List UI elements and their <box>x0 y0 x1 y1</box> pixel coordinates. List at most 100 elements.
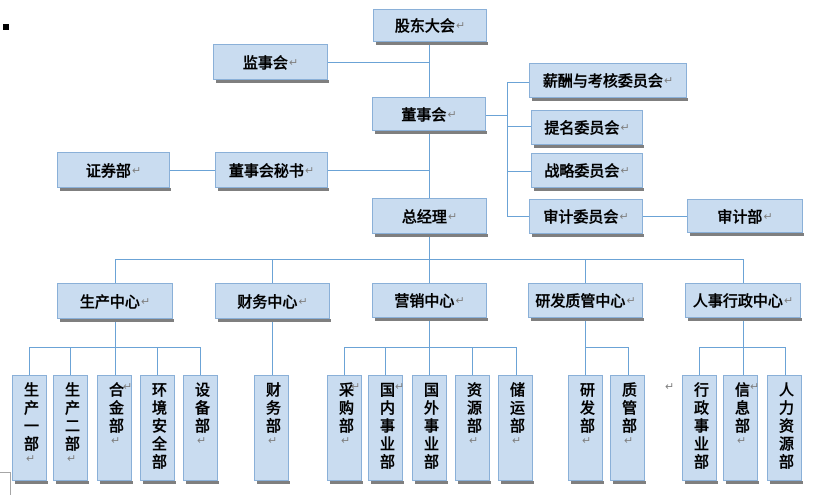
org-node-info-dept[interactable]: 信息部↵ <box>723 375 759 484</box>
org-node-quality-dept[interactable]: 质管部↵ <box>610 375 646 484</box>
org-node-securities-dept[interactable]: 证券部↵ <box>57 152 171 191</box>
node-label: 董事会秘书 <box>228 162 304 180</box>
org-node-marketing-center[interactable]: 营销中心↵ <box>372 283 488 321</box>
org-node-compensation-committee[interactable]: 薪酬与考核委员会↵ <box>529 63 688 101</box>
node-label: 人力资源部 <box>777 382 794 472</box>
node-label: 总经理 <box>401 208 447 226</box>
org-node-production-center[interactable]: 生产中心↵ <box>57 283 174 322</box>
connector-finance-dept-drop <box>272 319 273 375</box>
return-mark: ↵ <box>619 211 629 223</box>
node-label: 薪酬与考核委员会 <box>542 73 663 90</box>
return-mark: ↵ <box>121 380 133 393</box>
connector-production-subbus-drop <box>115 319 116 347</box>
org-node-equipment-dept[interactable]: 设备部↵ <box>183 375 219 484</box>
connector-board-gm <box>429 131 430 198</box>
node-label: 提名委员会 <box>544 120 620 137</box>
node-label: 研发部 <box>578 382 595 436</box>
return-mark: ↵ <box>783 295 794 307</box>
org-node-production1[interactable]: 生产一部↵ <box>12 375 48 484</box>
return-mark: ↵ <box>195 434 207 447</box>
return-mark: ↵ <box>622 434 634 447</box>
drawing-canvas-border <box>10 472 11 495</box>
connector-drop-hr-dept <box>785 347 786 375</box>
return-mark: ↵ <box>65 452 77 465</box>
node-label: 合金部 <box>107 382 124 436</box>
node-label: 审计委员会 <box>543 209 619 226</box>
connector-drop-domestic <box>385 347 386 375</box>
org-node-general-manager[interactable]: 总经理↵ <box>372 198 488 237</box>
connector-supervisory <box>328 62 430 63</box>
object-anchor-mark <box>3 24 9 30</box>
node-label: 采购部 <box>337 382 354 436</box>
node-label: 生产中心 <box>79 293 140 311</box>
org-node-board[interactable]: 董事会↵ <box>372 97 487 134</box>
connector-drop-admin-affairs <box>699 347 700 375</box>
org-node-rd-dept[interactable]: 研发部↵ <box>568 375 604 484</box>
node-label: 行政事业部 <box>692 382 709 472</box>
connector-marketing-subbus <box>344 347 516 348</box>
org-node-resources-dept[interactable]: 资源部↵ <box>455 375 491 484</box>
node-label: 证券部 <box>85 162 131 180</box>
org-node-finance-center[interactable]: 财务中心↵ <box>215 283 331 322</box>
org-node-audit-dept[interactable]: 审计部↵ <box>687 199 804 236</box>
return-mark: ↵ <box>663 380 675 393</box>
org-node-shareholders[interactable]: 股东大会↵ <box>373 9 488 45</box>
connector-drop-production2 <box>70 347 71 375</box>
org-node-overseas-biz-dept[interactable]: 国外事业部↵ <box>393 375 448 484</box>
node-label: 监事会 <box>242 54 288 72</box>
return-mark: ↵ <box>620 122 630 134</box>
connector-drop-hr-center <box>743 259 744 283</box>
node-label: 董事会 <box>401 106 447 124</box>
connector-drop-purchasing <box>344 347 345 375</box>
org-node-hr-dept[interactable]: 人力资源部↵ <box>748 375 803 484</box>
return-mark: ↵ <box>288 56 299 69</box>
connector-shareholders-board <box>429 42 430 97</box>
org-node-nomination-committee[interactable]: 提名委员会↵ <box>531 110 644 148</box>
connector-drop-quality <box>628 347 629 375</box>
connector-drop-rd-center <box>585 259 586 283</box>
connector-drop-equipment <box>200 347 201 375</box>
org-node-supervisory[interactable]: 监事会↵ <box>213 44 329 83</box>
return-mark: ↵ <box>580 434 592 447</box>
connector-spine-strategy <box>507 171 531 172</box>
node-label: 质管部 <box>620 382 637 436</box>
return-mark: ↵ <box>131 164 142 177</box>
return-mark: ↵ <box>349 380 361 393</box>
org-node-audit-committee[interactable]: 审计委员会↵ <box>529 199 644 237</box>
org-node-env-safety-dept[interactable]: 环境安全部↵ <box>121 375 176 484</box>
connector-spine-nomination <box>507 126 531 127</box>
node-label: 审计部 <box>717 208 763 226</box>
org-node-finance-dept[interactable]: 财务部↵ <box>254 375 290 484</box>
return-mark: ↵ <box>140 295 151 308</box>
return-mark: ↵ <box>24 452 36 465</box>
org-node-purchasing-dept[interactable]: 采购部↵ <box>327 375 363 484</box>
connector-spine-audit <box>507 216 529 217</box>
return-mark: ↵ <box>455 20 466 32</box>
node-label: 研发质管中心 <box>535 293 626 310</box>
org-node-hr-admin-center[interactable]: 人事行政中心↵ <box>685 283 802 321</box>
org-node-logistics-dept[interactable]: 储运部↵ <box>498 375 534 484</box>
node-label: 资源部 <box>465 382 482 436</box>
node-label: 财务中心 <box>237 293 298 311</box>
connector-hr-subbus <box>699 347 785 348</box>
org-node-strategy-committee[interactable]: 战略委员会↵ <box>531 153 644 191</box>
connector-drop-production-center <box>115 259 116 283</box>
connector-gm-bus <box>429 234 430 259</box>
node-label: 生产一部 <box>22 382 39 454</box>
return-mark: ↵ <box>447 210 458 223</box>
org-node-rd-quality-center[interactable]: 研发质管中心↵ <box>528 283 644 321</box>
org-node-alloy-dept[interactable]: 合金部↵ <box>97 375 133 484</box>
return-mark: ↵ <box>298 295 308 308</box>
org-node-domestic-biz-dept[interactable]: 国内事业部↵ <box>349 375 404 484</box>
return-mark: ↵ <box>467 434 479 447</box>
connector-spine-compensation <box>507 82 529 83</box>
return-mark: ↵ <box>455 295 465 307</box>
org-node-board-secretary[interactable]: 董事会秘书↵ <box>215 152 329 191</box>
node-label: 生产二部 <box>63 382 80 454</box>
connector-auditcommittee-auditdept <box>643 216 687 217</box>
org-node-admin-affairs-dept[interactable]: 行政事业部 ↵ <box>663 375 718 484</box>
org-node-production2[interactable]: 生产二部↵ <box>53 375 89 484</box>
node-label: 设备部 <box>193 382 210 436</box>
connector-drop-env-safety <box>157 347 158 375</box>
connector-drop-resources <box>472 347 473 375</box>
